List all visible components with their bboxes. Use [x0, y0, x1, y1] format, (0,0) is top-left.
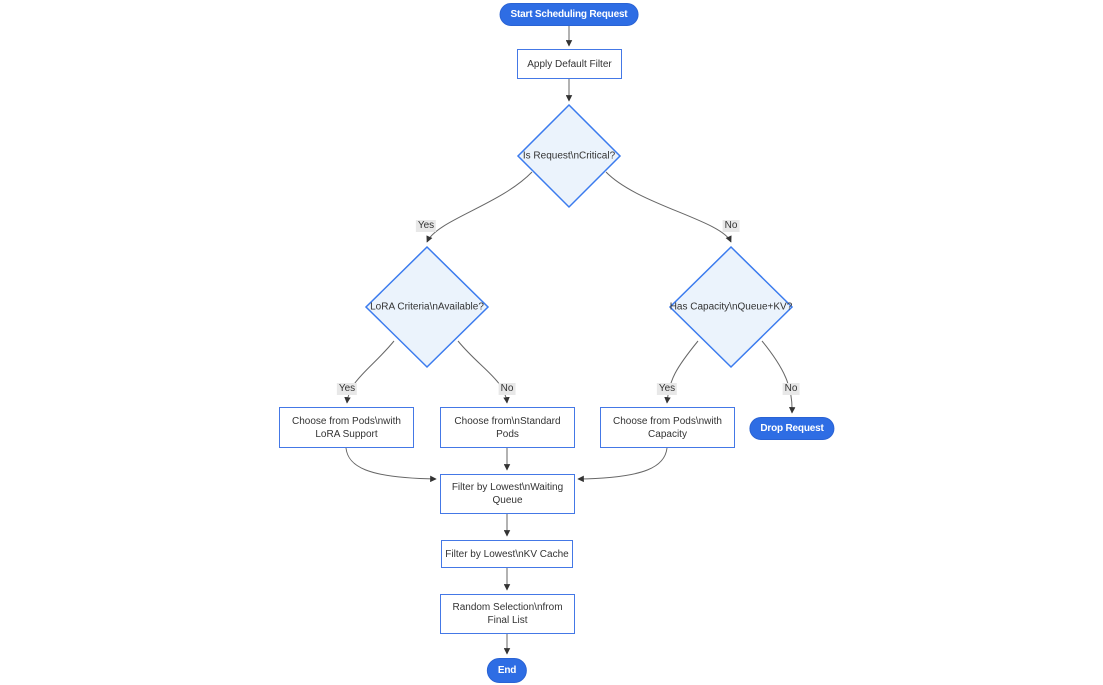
decision-is-critical-shape	[516, 103, 622, 209]
edge-is-critical-no-to-has-capacity	[605, 171, 732, 243]
node-choose-standard-pods: Choose from\nStandard Pods	[440, 407, 575, 448]
node-choose-capacity-pods: Choose from Pods\nwith Capacity	[600, 407, 735, 448]
node-apply-default-filter: Apply Default Filter	[517, 49, 622, 79]
node-end: End	[486, 658, 528, 683]
edge-capacity-no-to-drop-request	[761, 340, 796, 414]
decision-lora-criteria-shape	[364, 245, 490, 369]
node-filter-kv-cache: Filter by Lowest\nKV Cache	[441, 540, 573, 568]
node-start: Start Scheduling Request	[499, 3, 639, 26]
edge-label-capacity-no: No	[782, 383, 800, 395]
edge-lora-no-to-choose-standard-pods	[457, 340, 510, 404]
edge-label-lora-no: No	[498, 383, 516, 395]
node-lora-criteria-label: LoRA Criteria\nAvailable?	[370, 301, 484, 313]
edge-label-capacity-yes: Yes	[656, 383, 678, 395]
node-drop-request: Drop Request	[749, 417, 835, 440]
node-filter-waiting-queue: Filter by Lowest\nWaiting Queue	[440, 474, 575, 514]
edge-label-critical-yes: Yes	[415, 220, 437, 232]
node-has-capacity-label: Has Capacity\nQueue+KV?	[669, 301, 793, 313]
edge-label-critical-no: No	[722, 220, 740, 232]
edge-label-lora-yes: Yes	[336, 383, 358, 395]
edge-lora-yes-to-choose-lora-pods	[344, 340, 395, 404]
edge-choose-capacity-to-filter-queue	[577, 447, 668, 483]
node-is-critical-label: Is Request\nCritical?	[522, 150, 616, 162]
decision-has-capacity-shape	[668, 245, 794, 369]
node-random-selection: Random Selection\nfrom Final List	[440, 594, 575, 634]
edge-is-critical-yes-to-lora-criteria	[426, 171, 533, 243]
edge-choose-lora-to-filter-queue	[345, 447, 437, 483]
edge-capacity-yes-to-choose-capacity-pods	[664, 340, 699, 404]
node-choose-lora-pods: Choose from Pods\nwith LoRA Support	[279, 407, 414, 448]
